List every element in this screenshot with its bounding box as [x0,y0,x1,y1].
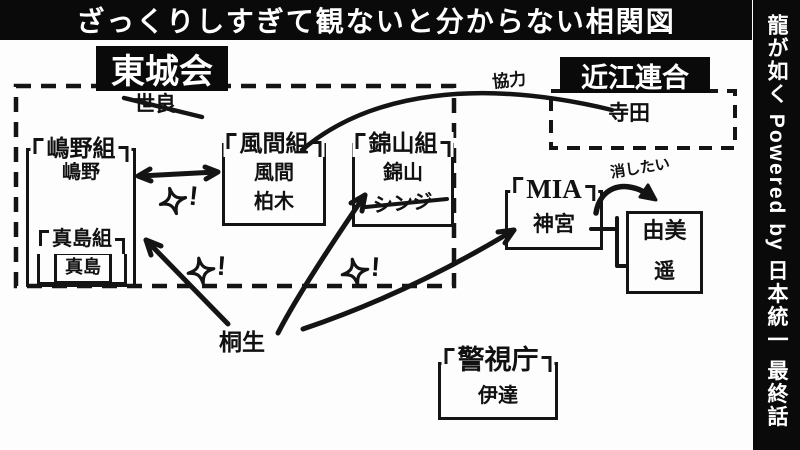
jingu-name: 神宮 [533,213,575,236]
erase-label: 消したい [609,155,672,182]
majima-name-box: 真島 [54,252,112,284]
corner-bracket-left-icon [444,348,455,364]
conflict-spark-icon [158,186,188,216]
kazama-family-box: 風間組 風間 柏木 [222,132,326,226]
yumi-haruka-box: 由美 遥 [626,211,703,294]
mia-box: MIA 神宮 [505,176,603,250]
mia-title: MIA [510,176,598,203]
video-title-bar: ざっくりしすぎて観ないと分からない相関図 [0,0,752,40]
shimano-name: 嶋野 [61,162,100,183]
date-name: 伊達 [478,385,518,407]
cooperation-label: 協力 [491,69,528,92]
corner-bracket-left-icon [39,230,49,246]
side-banner-caption: 龍が如く Powered by 日本統一 最終話 [765,14,788,429]
majima-family-box: 真島組 真島 [36,229,128,285]
arrow-shimano-kazama-conflict [135,164,221,184]
conflict-bang-kiryu-majima: ! [215,250,228,282]
kazama-name: 風間 [254,162,294,184]
shimano-family-box: 嶋野組 嶋野 真島組 真島 [26,137,136,287]
nishikiyama-family-title: 錦山組 [352,132,454,157]
sera-name-crossed: 世良 [134,93,176,116]
arrow-jingu-to-yumi-erase [593,183,658,216]
corner-bracket-left-icon [513,177,524,193]
corner-bracket-left-icon [33,138,44,154]
police-title: 警視庁 [441,347,555,374]
corner-bracket-right-icon [440,141,451,157]
side-banner: 龍が如く Powered by 日本統一 最終話 [753,0,800,450]
conflict-bang-kiryu-nishiki: ! [369,251,382,283]
corner-bracket-left-icon [226,133,237,149]
corner-bracket-right-icon [311,141,322,157]
arrow-kazama-terada-cooperation [299,91,615,153]
majima-name: 真島 [65,257,101,278]
kazama-family-title: 風間組 [223,132,325,157]
haruka-name: 遥 [654,260,675,283]
conflict-spark-icon [186,256,216,286]
nishikiyama-family-box: 錦山組 錦山 シンジ [352,132,454,227]
nishikiyama-name: 錦山 [383,162,423,184]
kiryu-name: 桐生 [219,329,265,355]
conflict-spark-icon [340,257,370,287]
corner-bracket-left-icon [355,133,366,149]
shimano-family-title: 嶋野組 [30,137,132,162]
yumi-name: 由美 [642,218,687,243]
arrow-kiryu-to-jingu [300,227,517,332]
arrow-kiryu-to-majima [143,237,231,327]
tojo-clan-label: 東城会 [96,46,228,91]
omi-alliance-label: 近江連合 [560,57,710,93]
conflict-bang-shimano-kazama: ! [187,180,200,212]
corner-bracket-right-icon [584,185,595,201]
police-box: 警視庁 伊達 [438,347,558,420]
corner-bracket-right-icon [115,238,125,254]
page-title: ざっくりしすぎて観ないと分からない相関図 [76,6,676,37]
majima-family-title: 真島組 [36,229,128,254]
corner-bracket-right-icon [541,356,552,372]
terada-name: 寺田 [608,102,650,125]
shinji-name-crossed: シンジ [372,190,434,218]
kashiwagi-name: 柏木 [254,191,294,213]
corner-bracket-right-icon [118,146,129,162]
